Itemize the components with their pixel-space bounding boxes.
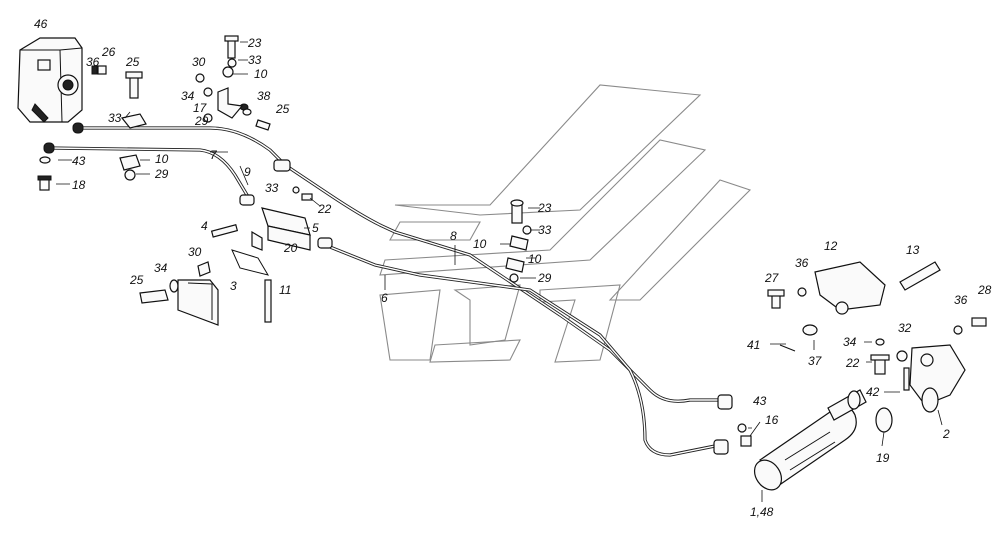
label-11: 11 [279,283,291,297]
label-2: 2 [942,427,950,441]
label-1-48: 1,48 [750,505,774,519]
label-23: 23 [247,36,262,50]
label-25: 25 [125,55,140,69]
label-30: 30 [192,55,206,69]
label-46: 46 [34,17,48,31]
label-34: 34 [843,335,857,349]
label-4: 4 [201,219,208,233]
label-30: 30 [188,245,202,259]
label-33: 33 [108,111,122,125]
label-5: 5 [312,221,319,235]
label-10: 10 [528,252,542,266]
label-37: 37 [808,354,823,368]
label-17: 17 [193,101,208,115]
watermark-logo [379,84,752,363]
bolts-and-washers [37,35,987,447]
label-10: 10 [155,152,169,166]
label-12: 12 [824,239,838,253]
label-29: 29 [194,114,209,128]
label-22: 22 [845,356,860,370]
label-10: 10 [473,237,487,251]
label-41: 41 [747,338,760,352]
label-10: 10 [254,67,268,81]
label-19: 19 [876,451,890,465]
label-43: 43 [72,154,86,168]
label-36: 36 [795,256,809,270]
label-18: 18 [72,178,86,192]
hydraulic-cylinder [753,389,867,491]
label-29: 29 [154,167,169,181]
label-38: 38 [257,89,271,103]
fluid-reservoir [17,37,83,123]
label-32: 32 [898,321,912,335]
label-36: 36 [86,55,100,69]
label-13: 13 [906,243,920,257]
label-43: 43 [753,394,767,408]
label-3: 3 [230,279,237,293]
label-34: 34 [154,261,168,275]
label-34: 34 [181,89,195,103]
label-29: 29 [537,271,552,285]
label-28: 28 [977,283,992,297]
label-23: 23 [537,201,552,215]
label-26: 26 [101,45,116,59]
pipe-routing [43,122,733,457]
leader-lines [56,41,943,502]
label-33: 33 [538,223,552,237]
callout-labels: 46 26 36 25 33 30 23 33 10 34 38 17 25 2… [34,17,992,519]
label-22: 22 [317,202,332,216]
label-6: 6 [381,291,388,305]
label-27: 27 [764,271,780,285]
label-33: 33 [248,53,262,67]
label-25: 25 [275,102,290,116]
label-7: 7 [210,148,218,162]
label-8: 8 [450,229,457,243]
label-33: 33 [265,181,279,195]
label-36: 36 [954,293,968,307]
label-16: 16 [765,413,779,427]
label-42: 42 [866,385,880,399]
label-25: 25 [129,273,144,287]
label-20: 20 [283,241,298,255]
label-9: 9 [244,165,251,179]
